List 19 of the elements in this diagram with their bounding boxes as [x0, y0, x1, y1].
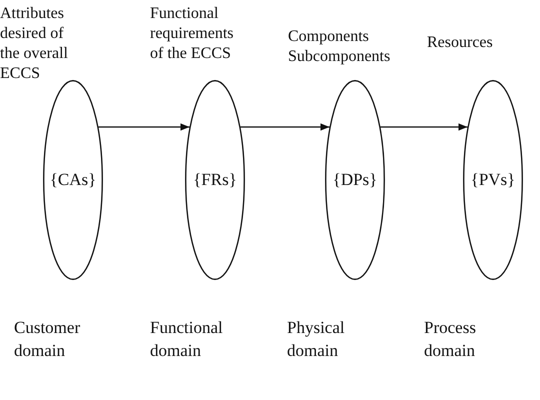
arrow [380, 123, 468, 131]
domain-symbol: {CAs} [48, 170, 98, 190]
domain-symbol: {FRs} [192, 170, 238, 190]
domain-heading: Resources [427, 33, 494, 53]
domain-label: Physical domain [287, 317, 346, 362]
domain-label: Process domain [424, 317, 477, 362]
domain-heading: Attributes desired of the overall ECCS [0, 4, 69, 84]
domain-ellipse [325, 80, 385, 280]
domain-symbol: {PVs} [470, 170, 516, 190]
domain-ellipse [463, 80, 523, 280]
domain-ellipse [43, 80, 103, 280]
domain-heading: Functional requirements of the ECCS [150, 4, 235, 64]
domain-heading: Components Subcomponents [288, 27, 392, 67]
domain-symbol: {DPs} [332, 170, 378, 190]
domain-label: Customer domain [14, 317, 82, 362]
arrow [98, 123, 190, 131]
domain-ellipse [185, 80, 245, 280]
arrow [240, 123, 330, 131]
domain-label: Functional domain [150, 317, 224, 362]
